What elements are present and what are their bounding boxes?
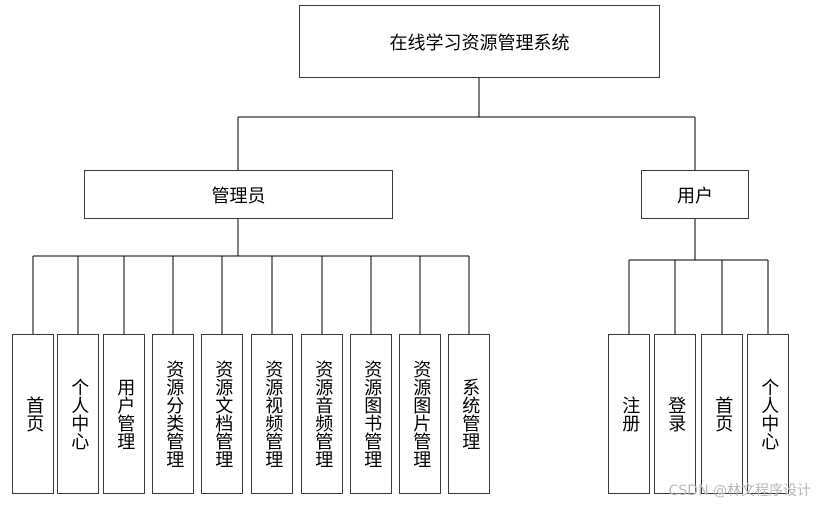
role-node-admin: 管理员 bbox=[84, 170, 393, 219]
module-node: 资源图片管理 bbox=[399, 334, 441, 494]
module-label: 资源分类管理 bbox=[163, 360, 185, 468]
module-node: 注册 bbox=[608, 334, 650, 494]
module-label: 登录 bbox=[665, 396, 687, 432]
module-label: 资源图片管理 bbox=[410, 360, 432, 468]
module-label: 首页 bbox=[712, 396, 734, 432]
module-label: 资源视频管理 bbox=[262, 360, 284, 468]
root-node: 在线学习资源管理系统 bbox=[299, 5, 660, 78]
watermark-text: CSDN @林文程序设计 bbox=[668, 483, 811, 499]
module-label: 用户管理 bbox=[114, 378, 136, 450]
module-label: 个人中心 bbox=[68, 378, 90, 450]
module-node: 系统管理 bbox=[448, 334, 490, 494]
role-label: 用户 bbox=[677, 185, 713, 207]
module-node: 首页 bbox=[701, 334, 743, 494]
module-label: 资源音频管理 bbox=[312, 360, 334, 468]
module-node: 资源视频管理 bbox=[251, 334, 293, 494]
module-node: 资源文档管理 bbox=[201, 334, 243, 494]
root-label: 在线学习资源管理系统 bbox=[389, 32, 570, 54]
module-node: 资源分类管理 bbox=[152, 334, 194, 494]
module-node: 登录 bbox=[654, 334, 696, 494]
module-label: 资源文档管理 bbox=[212, 360, 234, 468]
module-label: 系统管理 bbox=[459, 378, 481, 450]
module-node: 资源音频管理 bbox=[301, 334, 343, 494]
module-label: 个人中心 bbox=[758, 378, 780, 450]
role-label: 管理员 bbox=[211, 185, 266, 207]
module-label: 注册 bbox=[619, 396, 641, 432]
role-node-user: 用户 bbox=[641, 170, 749, 219]
module-node: 个人中心 bbox=[747, 334, 789, 494]
module-label: 资源图书管理 bbox=[361, 360, 383, 468]
module-node: 资源图书管理 bbox=[350, 334, 392, 494]
module-label: 首页 bbox=[23, 396, 45, 432]
module-node: 首页 bbox=[12, 334, 54, 494]
module-node: 用户管理 bbox=[103, 334, 145, 494]
module-node: 个人中心 bbox=[57, 334, 99, 494]
